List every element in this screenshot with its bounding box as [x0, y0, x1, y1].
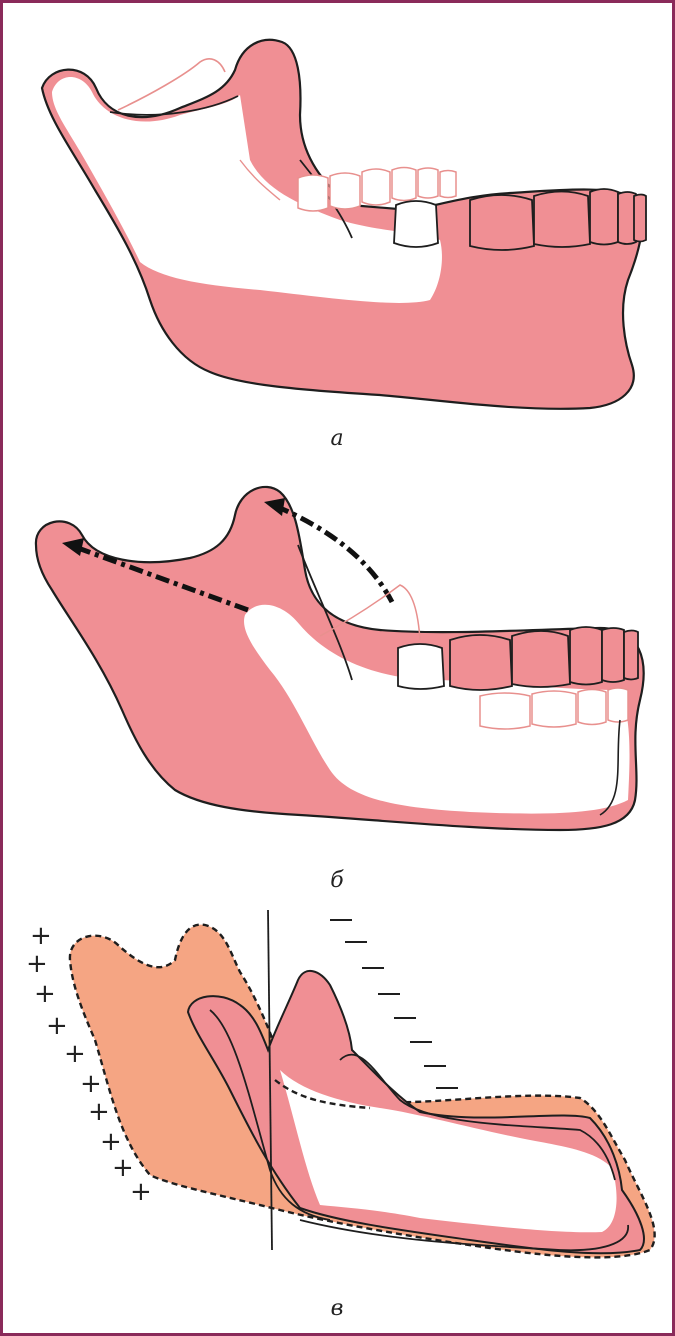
plus-sign: +	[80, 1069, 102, 1099]
plus-sign: +	[34, 979, 56, 1009]
panel-b-illustration	[36, 487, 644, 830]
plus-sign: +	[88, 1097, 110, 1127]
panel-b-white-molar	[398, 644, 444, 689]
panel-c-label: в	[297, 1296, 377, 1321]
panel-c-illustration	[70, 910, 655, 1257]
plus-sign: +	[26, 949, 48, 979]
panel-a-white-molar	[394, 201, 438, 247]
panel-b-label: б	[297, 868, 377, 893]
plus-sign: +	[64, 1039, 86, 1069]
panel-b-lower-teeth	[480, 688, 628, 729]
plus-sign: +	[46, 1011, 68, 1041]
panel-a-illustration	[42, 40, 646, 409]
plus-sign: +	[30, 921, 52, 951]
panel-a-label: а	[297, 426, 377, 451]
panel-b-upper-teeth	[450, 627, 638, 690]
plus-sign: +	[130, 1177, 152, 1207]
panel-a-lower-teeth	[470, 189, 646, 250]
